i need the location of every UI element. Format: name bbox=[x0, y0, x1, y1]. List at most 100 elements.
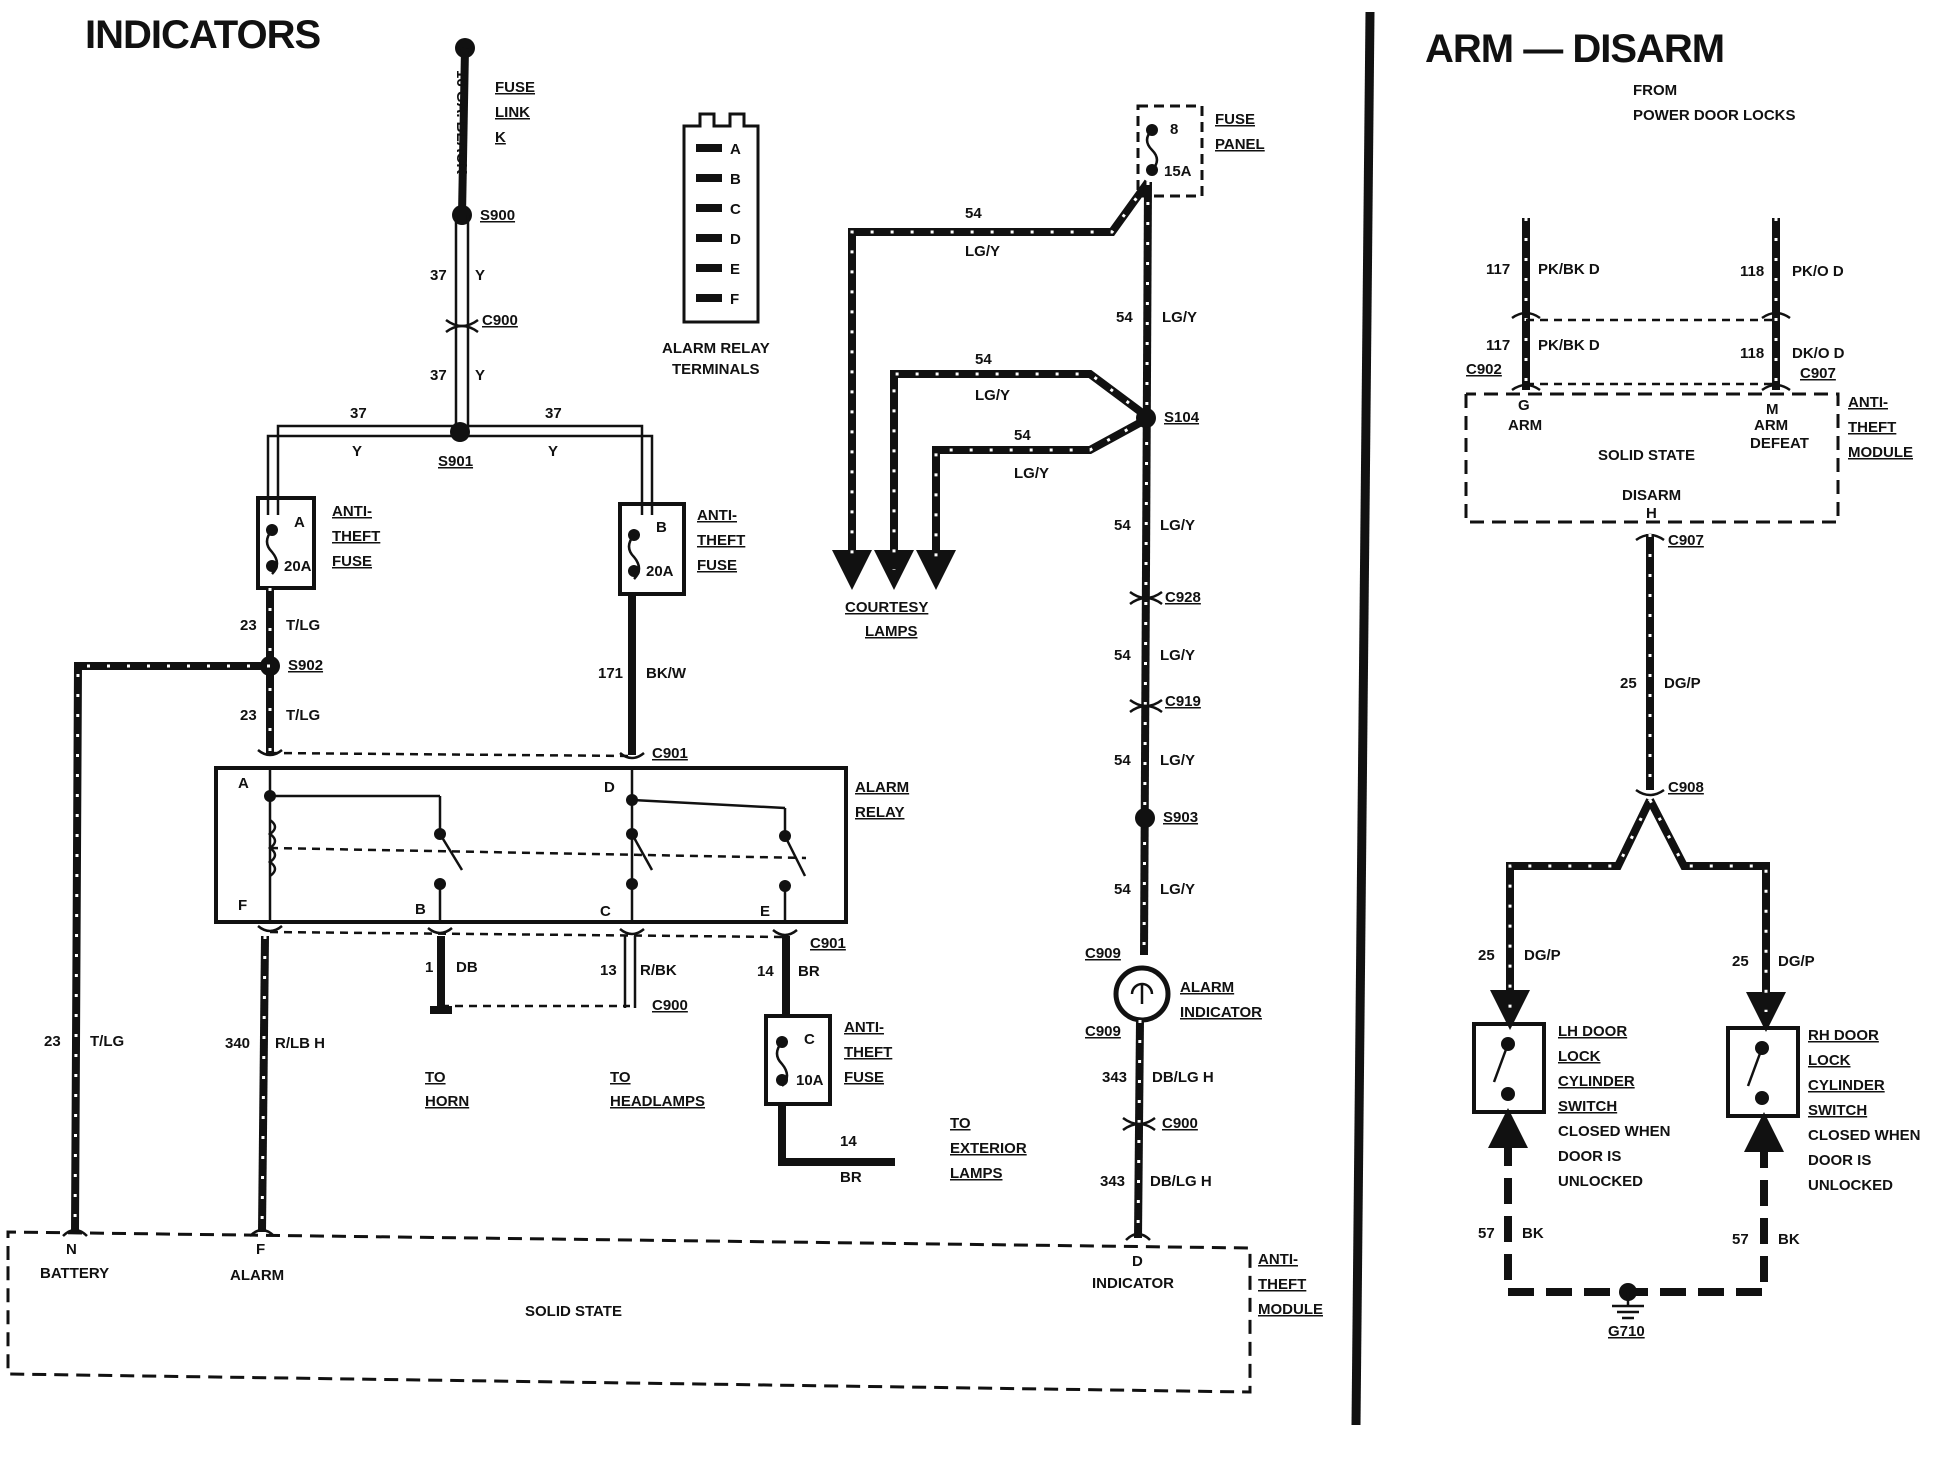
svg-text:13: 13 bbox=[600, 962, 617, 979]
svg-text:T/LG: T/LG bbox=[286, 617, 320, 634]
svg-text:FUSE: FUSE bbox=[844, 1069, 884, 1086]
to-horn: TO HORN bbox=[425, 1069, 469, 1110]
svg-text:23: 23 bbox=[240, 617, 257, 634]
svg-text:LOCK: LOCK bbox=[1558, 1048, 1601, 1065]
connector-c900-top: C900 bbox=[445, 312, 518, 334]
svg-text:DG/P: DG/P bbox=[1524, 947, 1561, 964]
svg-text:23: 23 bbox=[44, 1033, 61, 1050]
svg-text:DK/O D: DK/O D bbox=[1792, 345, 1845, 362]
svg-text:INDICATOR: INDICATOR bbox=[1092, 1275, 1174, 1292]
svg-text:DG/P: DG/P bbox=[1778, 953, 1815, 970]
svg-text:C928: C928 bbox=[1165, 589, 1201, 606]
svg-text:SOLID STATE: SOLID STATE bbox=[525, 1303, 622, 1320]
svg-text:15A: 15A bbox=[1164, 163, 1192, 180]
svg-text:LG/Y: LG/Y bbox=[1160, 517, 1195, 534]
svg-text:B: B bbox=[730, 171, 741, 188]
svg-text:54: 54 bbox=[1116, 309, 1133, 326]
svg-text:B: B bbox=[415, 901, 426, 918]
svg-text:A: A bbox=[730, 141, 741, 158]
wire-340-rlbh: 340 R/LB H bbox=[225, 935, 325, 1233]
svg-text:A: A bbox=[294, 514, 305, 531]
wire-1-db: 1 DB bbox=[425, 936, 478, 1014]
svg-text:16 GA. BLACK: 16 GA. BLACK bbox=[453, 70, 470, 174]
svg-text:Y: Y bbox=[548, 443, 558, 460]
rh-door-lock-cylinder-switch: RH DOOR LOCK CYLINDER SWITCH CLOSED WHEN… bbox=[1726, 1026, 1921, 1194]
svg-text:THEFT: THEFT bbox=[1848, 419, 1896, 436]
svg-text:C: C bbox=[730, 201, 741, 218]
svg-text:D: D bbox=[1132, 1253, 1143, 1270]
svg-text:LOCK: LOCK bbox=[1808, 1052, 1851, 1069]
svg-text:T/LG: T/LG bbox=[286, 707, 320, 724]
svg-text:FUSE: FUSE bbox=[495, 79, 535, 96]
svg-text:BK/W: BK/W bbox=[646, 665, 687, 682]
splice-s900: S900 bbox=[452, 205, 515, 225]
svg-text:THEFT: THEFT bbox=[844, 1044, 892, 1061]
to-headlamps: TO HEADLAMPS bbox=[610, 1069, 705, 1110]
from-power-door-locks: FROM POWER DOOR LOCKS bbox=[1633, 82, 1796, 124]
svg-text:ANTI-: ANTI- bbox=[697, 507, 737, 524]
svg-text:CLOSED WHEN: CLOSED WHEN bbox=[1808, 1127, 1921, 1144]
svg-text:SOLID STATE: SOLID STATE bbox=[1598, 447, 1695, 464]
svg-text:ALARM: ALARM bbox=[1180, 979, 1234, 996]
svg-text:K: K bbox=[495, 129, 506, 146]
wire-25-dgp-rh: 25 DG/P bbox=[1646, 798, 1815, 1032]
wire-343-dblgh: 343 DB/LG H 343 DB/LG H bbox=[1100, 1019, 1214, 1239]
splice-s901: S901 bbox=[438, 422, 473, 470]
svg-text:BK: BK bbox=[1778, 1231, 1800, 1248]
svg-text:N: N bbox=[66, 1241, 77, 1258]
svg-text:54: 54 bbox=[1114, 752, 1131, 769]
svg-text:37: 37 bbox=[350, 405, 367, 422]
svg-text:CYLINDER: CYLINDER bbox=[1558, 1073, 1635, 1090]
wire-54-lgy-courtesy-2: 54 LG/Y bbox=[874, 351, 1148, 590]
svg-text:THEFT: THEFT bbox=[332, 528, 380, 545]
svg-text:S903: S903 bbox=[1163, 809, 1198, 826]
svg-text:20A: 20A bbox=[646, 563, 674, 580]
svg-text:E: E bbox=[760, 903, 770, 920]
connector-c900-mid: C900 bbox=[441, 997, 688, 1014]
svg-text:SWITCH: SWITCH bbox=[1808, 1102, 1867, 1119]
svg-text:54: 54 bbox=[965, 205, 982, 222]
svg-text:F: F bbox=[238, 897, 247, 914]
svg-text:DOOR IS: DOOR IS bbox=[1808, 1152, 1871, 1169]
svg-text:THEFT: THEFT bbox=[1258, 1276, 1306, 1293]
svg-text:37: 37 bbox=[430, 267, 447, 284]
svg-text:D: D bbox=[730, 231, 741, 248]
svg-text:ANTI-: ANTI- bbox=[1848, 394, 1888, 411]
svg-text:S104: S104 bbox=[1164, 409, 1200, 426]
svg-text:TO: TO bbox=[425, 1069, 446, 1086]
svg-text:343: 343 bbox=[1102, 1069, 1127, 1086]
svg-text:118: 118 bbox=[1740, 345, 1764, 362]
wire-117-pkbkd: 117 PK/BK D 117 PK/BK D bbox=[1486, 218, 1600, 392]
connector-c919: C919 bbox=[1129, 693, 1201, 714]
ground-g710: G710 bbox=[1608, 1283, 1645, 1340]
svg-text:LINK: LINK bbox=[495, 104, 530, 121]
svg-text:C: C bbox=[804, 1031, 815, 1048]
svg-text:EXTERIOR: EXTERIOR bbox=[950, 1140, 1027, 1157]
svg-text:C908: C908 bbox=[1668, 779, 1704, 796]
splice-s903: S903 bbox=[1135, 808, 1198, 828]
svg-text:54: 54 bbox=[1114, 881, 1131, 898]
svg-text:10A: 10A bbox=[796, 1072, 824, 1089]
connector-c901-bottom: C901 bbox=[257, 925, 846, 952]
svg-text:118: 118 bbox=[1740, 263, 1764, 280]
svg-text:S901: S901 bbox=[438, 453, 473, 470]
svg-text:CLOSED WHEN: CLOSED WHEN bbox=[1558, 1123, 1671, 1140]
svg-text:54: 54 bbox=[975, 351, 992, 368]
svg-text:ANTI-: ANTI- bbox=[332, 503, 372, 520]
wire-14-br: 14 BR bbox=[757, 936, 820, 1016]
svg-text:BK: BK bbox=[1522, 1225, 1544, 1242]
wire-171-bkw: 171 BK/W bbox=[598, 594, 687, 755]
svg-text:Y: Y bbox=[475, 367, 485, 384]
svg-text:F: F bbox=[730, 291, 739, 308]
svg-text:25: 25 bbox=[1620, 675, 1637, 692]
wire-23-tlg-battery: 23 T/LG bbox=[44, 662, 270, 1233]
svg-text:54: 54 bbox=[1114, 517, 1131, 534]
svg-text:MODULE: MODULE bbox=[1258, 1301, 1323, 1318]
svg-text:ALARM: ALARM bbox=[230, 1267, 284, 1284]
svg-text:LAMPS: LAMPS bbox=[950, 1165, 1003, 1182]
svg-text:LG/Y: LG/Y bbox=[1160, 647, 1195, 664]
svg-text:Y: Y bbox=[352, 443, 362, 460]
wire-13-rbk: 13 R/BK bbox=[600, 936, 677, 1008]
svg-text:MODULE: MODULE bbox=[1848, 444, 1913, 461]
svg-text:S900: S900 bbox=[480, 207, 515, 224]
